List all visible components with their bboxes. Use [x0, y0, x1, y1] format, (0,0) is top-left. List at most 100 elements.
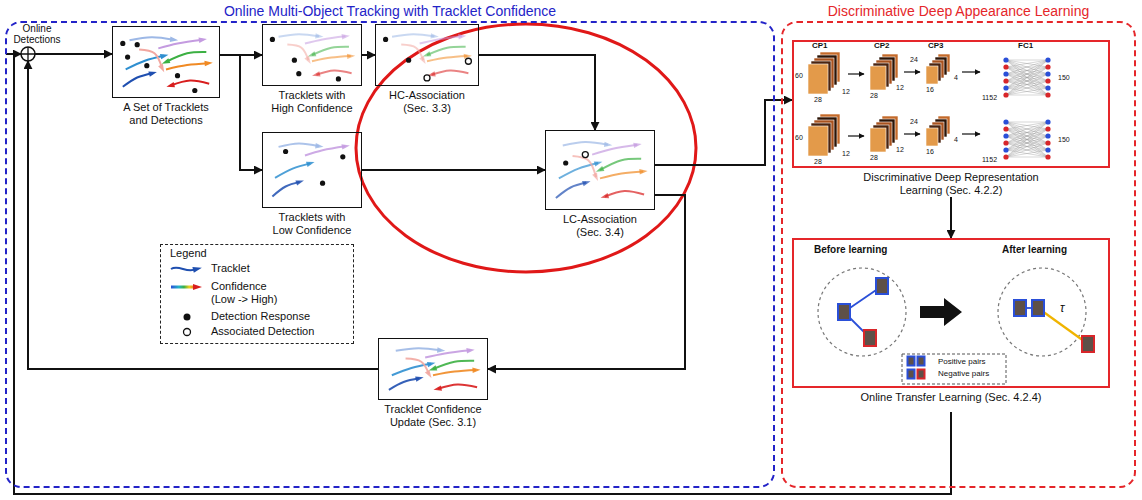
legend-head [192, 267, 201, 273]
fc-weight [1006, 150, 1048, 157]
annotation-label: 60 [795, 72, 803, 80]
tracklet-sketch [272, 143, 349, 196]
fc-weight [1006, 122, 1048, 157]
legend-sample [169, 310, 205, 324]
tracklet-curve [433, 370, 476, 375]
tracklet-head [582, 181, 591, 186]
annotation-label: 28 [870, 92, 878, 100]
tracklet-curve [556, 183, 586, 198]
legend-entry: Tracklet [161, 262, 353, 263]
legend-dot [184, 328, 191, 335]
panel-title: Online Multi-Object Tracking with Trackl… [7, 3, 773, 19]
picture-frame [262, 24, 362, 86]
fc-weight [1006, 150, 1048, 157]
tracklet-head [308, 51, 317, 56]
fc-unit [1045, 57, 1050, 62]
tracklet-head [639, 169, 647, 174]
fc-weight [1006, 122, 1048, 157]
legend-head [193, 284, 202, 290]
fc-unit [1003, 133, 1008, 138]
fc-weight [1006, 122, 1048, 150]
legend-text: Detection Response [211, 310, 310, 323]
annotation-label: CP3 [928, 41, 944, 50]
fc-weight [1006, 122, 1048, 129]
fc-weight [1006, 129, 1048, 157]
associated-detection [465, 58, 471, 64]
annotation-label: After learning [1002, 244, 1067, 256]
embedding-circle [818, 268, 906, 356]
tracklet-head [148, 72, 157, 77]
fc-weight [1006, 122, 1048, 136]
legend-line [171, 285, 196, 288]
box-caption: Tracklet Confidence Update (Sec. 3.1) [378, 403, 488, 429]
fc-weight [1006, 74, 1048, 95]
annotation-label: 12 [896, 84, 904, 92]
legend-dot [184, 313, 191, 320]
tracklet-head [304, 56, 310, 64]
block-arrow [920, 298, 962, 326]
annotation-label: 60 [795, 134, 803, 142]
tracklet-sketch [556, 142, 648, 199]
transfer-sketch [818, 268, 1094, 384]
tracklet-curve [312, 56, 351, 61]
cnn-sketch [808, 52, 1051, 98]
picture-frame [112, 26, 220, 98]
person-patch [1014, 300, 1026, 316]
tracklet-curve [433, 361, 474, 369]
person-patch [1082, 336, 1094, 352]
sketch-group [120, 33, 1094, 390]
legend-line [171, 268, 196, 271]
detection-dot [336, 76, 341, 81]
tracklet-curve [272, 182, 299, 197]
tracklet-head [315, 33, 323, 38]
detection-dot [296, 71, 301, 76]
tracklet-curve [592, 145, 637, 155]
detection-dot [283, 149, 288, 154]
legend-sample [169, 325, 205, 339]
fc-weight [1006, 67, 1048, 95]
box-caption: LC-Association (Sec. 3.4) [554, 213, 646, 239]
tracklet-head [472, 368, 480, 373]
flow-arrow [950, 197, 952, 238]
fc-weight [1006, 136, 1048, 157]
picture-frame [792, 40, 1110, 168]
fc-unit [1003, 85, 1008, 90]
annotation-label: 24 [910, 118, 918, 126]
tracklet-curve [312, 47, 349, 55]
legend-sample [169, 280, 205, 294]
tracklet-head [437, 347, 445, 352]
box-caption: Tracklets with High Confidence [269, 89, 355, 115]
picture-frame [545, 130, 655, 210]
tracklet-head [347, 54, 355, 59]
flow-arrow [488, 195, 685, 369]
tracklet-head [170, 37, 178, 42]
flow-arrow [479, 55, 595, 130]
fc-weight [1006, 60, 1048, 81]
picture-frame [375, 24, 479, 86]
feedback-line [14, 54, 951, 494]
fc-weight [1006, 122, 1048, 129]
tracklet-curve [279, 34, 319, 37]
associated-detection [582, 152, 588, 158]
tracklet-curve [158, 40, 202, 49]
picture-frame [378, 338, 488, 400]
legend-entry: Detection Response [161, 310, 353, 311]
fc-unit [1045, 71, 1050, 76]
tracklet-head [594, 161, 603, 166]
tracklet-curve [573, 156, 597, 177]
tracklet-head [423, 51, 432, 56]
tracklet-curve [123, 73, 153, 87]
fc-weight [1006, 81, 1048, 95]
fc-weight [1006, 157, 1048, 158]
fc-weight [1006, 60, 1048, 74]
layer-arrow [848, 73, 864, 74]
fc-unit [1003, 57, 1008, 62]
tracklet-head [199, 38, 207, 43]
annotation-label: 1152 [982, 94, 997, 102]
person-patch [838, 304, 850, 320]
fc-weight [1006, 60, 1048, 67]
tracklet-curve [389, 378, 419, 389]
picture-frame [262, 132, 362, 208]
tracklet-head [419, 56, 425, 64]
